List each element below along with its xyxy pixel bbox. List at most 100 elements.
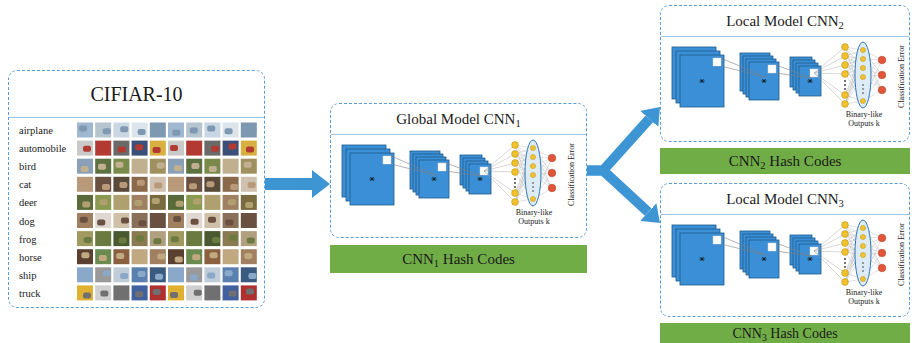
thumbnail-image	[223, 213, 239, 228]
thumbnail-object	[190, 128, 198, 134]
thumbnail-image	[95, 249, 111, 264]
thumbnail-image	[186, 177, 202, 192]
hash-layer	[525, 140, 541, 206]
thumbnail-image	[113, 159, 129, 174]
thumbnail-image	[186, 195, 202, 210]
output-neuron	[878, 249, 886, 257]
thumbnail-image	[204, 231, 220, 246]
receptive-field	[713, 236, 721, 244]
neuron	[842, 240, 849, 247]
thumbnail-ground	[77, 213, 93, 228]
thumbnail-ground	[95, 213, 111, 228]
cnn-figure	[672, 42, 886, 108]
neuron	[512, 190, 519, 197]
title-bar: Local Model CNN2	[661, 6, 909, 37]
hash-neuron	[860, 65, 865, 70]
kernel-line	[776, 73, 811, 78]
thumbnail-object	[244, 253, 252, 259]
kernel-line	[391, 156, 436, 175]
feature-map	[799, 66, 821, 96]
thumbnail-ground	[150, 231, 166, 246]
hash-neuron	[860, 56, 865, 61]
thumbnail-ground	[132, 177, 148, 192]
thumbnail-ground	[204, 231, 220, 246]
feature-map	[680, 55, 724, 107]
row-label-holder: dog	[19, 214, 35, 230]
thumbnail-image	[150, 123, 166, 138]
ellipsis-dot	[514, 182, 516, 184]
panel-title: Local Model CNN3	[726, 191, 844, 208]
fc-link	[814, 234, 845, 251]
receptive-field	[768, 65, 776, 73]
text-run: Local Model CNN	[726, 191, 838, 207]
loss-label: Classification Error	[897, 223, 906, 286]
ellipsis-dot	[862, 92, 864, 94]
hash-code-label: CNN1 Hash Codes	[402, 251, 515, 267]
thumbnail-ground	[223, 159, 239, 174]
receptive-field	[768, 243, 776, 251]
row-label-holder: ship	[19, 268, 37, 284]
neuron	[842, 44, 849, 51]
thumbnail-object	[134, 200, 142, 206]
thumbnail-image	[223, 177, 239, 192]
thumbnail-image	[150, 141, 166, 156]
thumbnail-object	[172, 130, 180, 136]
thumbnail-image	[204, 267, 220, 282]
thumbnail-object	[120, 126, 128, 132]
thumbnail-object	[229, 235, 237, 241]
thumbnail-object	[211, 293, 219, 299]
thumbnail-object	[152, 198, 160, 204]
thumbnail-image	[241, 159, 257, 174]
row-label-holder: horse	[19, 250, 42, 266]
hash-neuron	[860, 98, 865, 103]
thumbnail-image	[186, 123, 202, 138]
thumbnail-image	[204, 249, 220, 264]
thumbnail-ground	[95, 267, 111, 282]
thumbnail-object	[244, 162, 252, 168]
thumbnail-object	[206, 181, 214, 187]
thumbnail-object	[117, 202, 125, 208]
class-label: airplane	[19, 123, 53, 139]
thumbnail-object	[194, 290, 202, 296]
subscript-digit: 2	[839, 20, 844, 31]
thumbnail-object	[100, 199, 108, 205]
thumbnail-object	[83, 293, 91, 299]
thumbnail-ground	[95, 195, 111, 210]
thumbnail-ground	[186, 195, 202, 210]
thumbnail-ground	[168, 213, 184, 228]
convolution-mark	[763, 257, 766, 261]
thumbnail-object	[103, 270, 111, 276]
hash-code-band: CNN1 Hash Codes	[330, 245, 587, 273]
thumbnail-object	[119, 238, 127, 244]
kernel-line	[776, 251, 811, 256]
feature-map	[469, 164, 491, 194]
hash-neuron	[530, 154, 535, 159]
thumbnail-object	[226, 164, 234, 170]
fc-link	[484, 171, 515, 193]
ellipsis-dot	[844, 84, 846, 86]
thumbnail-ground	[168, 141, 184, 156]
thumbnail-object	[85, 181, 93, 187]
text-run: Hash Codes	[767, 326, 838, 341]
thumbnail-object	[101, 235, 109, 241]
output-neuron	[548, 154, 556, 162]
fc-link	[484, 171, 515, 202]
ellipsis-dot	[844, 262, 846, 264]
thumbnail-image	[223, 141, 239, 156]
convolution-mark	[479, 177, 482, 181]
thumbnail-object	[243, 217, 251, 223]
thumbnail-ground	[77, 177, 93, 192]
thumbnail-object	[225, 270, 233, 276]
fc-link	[814, 65, 845, 73]
thumbnail-image	[204, 177, 220, 192]
thumbnail-ground	[150, 213, 166, 228]
panel-title: CIFIAR-10	[90, 83, 182, 106]
flow-arrow	[587, 171, 648, 213]
layer-label: Binary-like Outputs k	[511, 208, 557, 226]
thumbnail-image	[223, 195, 239, 210]
hash-neuron	[530, 172, 535, 177]
thumbnail-image	[132, 267, 148, 282]
fc-link	[814, 225, 845, 251]
thumbnail-image	[150, 195, 166, 210]
thumbnail-ground	[186, 213, 202, 228]
